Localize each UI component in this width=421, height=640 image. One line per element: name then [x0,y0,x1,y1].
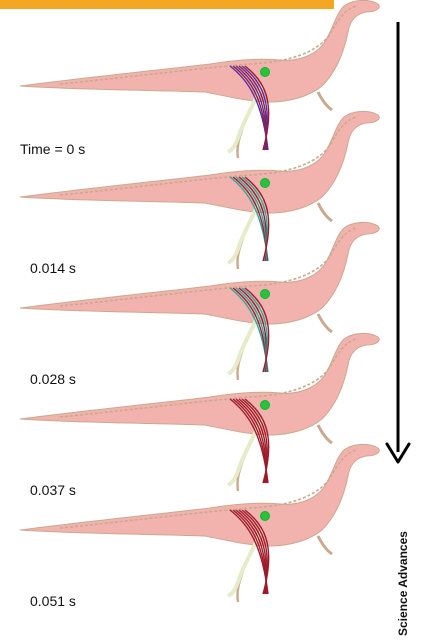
journal-credit: Science Advances [396,531,410,636]
frame-3 [20,333,379,491]
frame-0 [20,0,379,158]
dinosaur-silhouette [20,222,379,380]
time-label: Time = 0 s [20,141,85,157]
time-label: 0.014 s [30,260,76,276]
dinosaur-silhouette [20,333,379,491]
dinosaur-silhouette [20,111,379,269]
frame-2 [20,222,379,380]
time-label: 0.028 s [30,371,76,387]
frames-layer [20,0,379,602]
hip-joint-marker [261,68,270,77]
frame-1 [20,111,379,269]
hip-joint-marker [261,401,270,410]
hip-joint-marker [261,179,270,188]
dinosaur-silhouette [20,444,379,602]
time-label: 0.037 s [30,482,76,498]
frame-4 [20,444,379,602]
hip-joint-marker [261,512,270,521]
time-label: 0.051 s [30,593,76,609]
hip-joint-marker [261,290,270,299]
dinosaur-silhouette [20,0,379,158]
